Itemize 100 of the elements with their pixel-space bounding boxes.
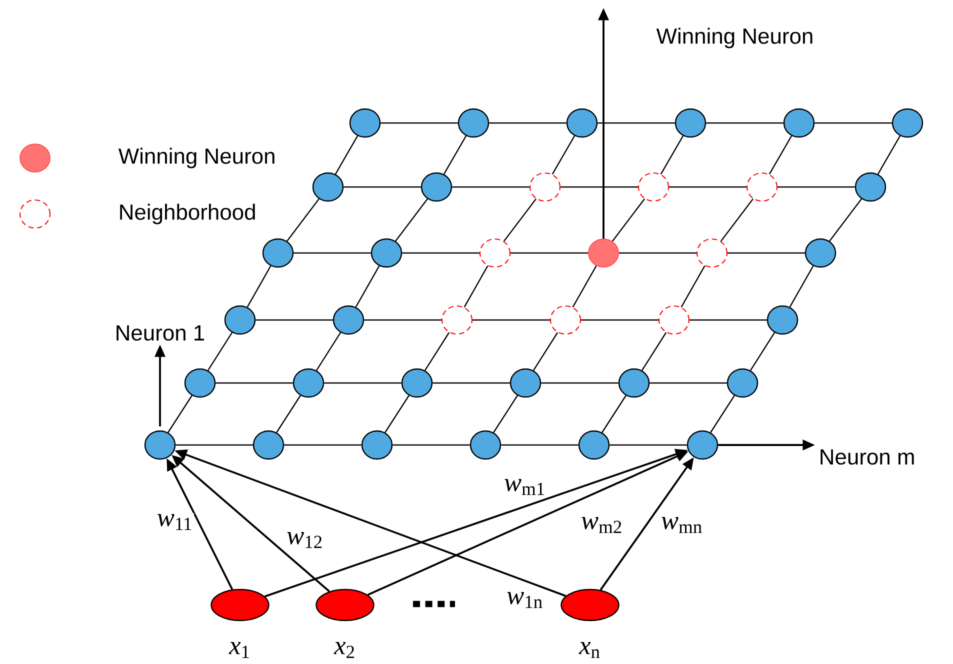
neuron-circle bbox=[401, 368, 433, 398]
grid-line bbox=[344, 186, 421, 188]
node-label: Neuron 1 bbox=[116, 325, 204, 341]
grid-line bbox=[424, 332, 450, 371]
legend-label: Winning Neuron bbox=[118, 148, 274, 168]
neighborhood-neuron bbox=[479, 238, 511, 268]
neuron-circle bbox=[686, 430, 718, 460]
legend-label: Neighborhood bbox=[120, 204, 255, 224]
neuron-circle bbox=[312, 172, 344, 202]
grid-line bbox=[364, 319, 442, 321]
grid-line bbox=[501, 444, 578, 446]
grid-line bbox=[384, 395, 410, 433]
neuron-circle bbox=[578, 430, 610, 460]
grid-line bbox=[602, 395, 626, 433]
neighborhood-neuron bbox=[441, 305, 473, 335]
grid-line bbox=[472, 319, 550, 321]
neuron-circle bbox=[361, 430, 393, 460]
neuron-circle bbox=[674, 108, 706, 138]
grid-line bbox=[581, 319, 658, 321]
grid-line bbox=[207, 332, 233, 371]
grid-line bbox=[464, 266, 488, 308]
grid-line bbox=[660, 136, 684, 175]
neuron-circle bbox=[726, 368, 758, 398]
grid-line bbox=[316, 332, 342, 371]
neuron-circle bbox=[766, 305, 798, 335]
grid-line bbox=[452, 186, 530, 188]
neuron-circle bbox=[332, 305, 364, 335]
edge-label: w$_{1n}$ bbox=[506, 591, 544, 609]
input-label: x$_{1}$ bbox=[228, 642, 249, 658]
grid-line bbox=[380, 122, 458, 124]
neighborhood-neuron bbox=[550, 305, 582, 335]
node-label: Neuron m bbox=[820, 449, 914, 465]
grid-line bbox=[552, 136, 576, 175]
neighborhood-neuron bbox=[638, 172, 670, 202]
neuron-circle bbox=[370, 238, 402, 268]
neuron-circle bbox=[349, 108, 381, 138]
grid-line bbox=[168, 395, 192, 433]
grid-line bbox=[612, 198, 646, 242]
grid-line bbox=[216, 382, 293, 384]
node-label: Winning Neuron bbox=[656, 28, 812, 48]
grid-line bbox=[728, 252, 805, 254]
grid-line bbox=[750, 332, 776, 371]
grid-line bbox=[720, 198, 754, 242]
grid-line bbox=[641, 332, 667, 371]
grid-line bbox=[829, 198, 862, 242]
grid-line bbox=[432, 382, 510, 384]
grid-line bbox=[324, 382, 402, 384]
grid-line bbox=[789, 266, 814, 308]
grid-line bbox=[706, 122, 784, 124]
edge-label: w$_{11}$ bbox=[156, 513, 194, 531]
neuron-circle bbox=[252, 430, 284, 460]
input-node bbox=[560, 588, 620, 622]
grid-line bbox=[778, 186, 855, 188]
grid-line bbox=[690, 319, 767, 321]
neuron-circle bbox=[224, 305, 256, 335]
neighborhood-neuron bbox=[529, 172, 561, 202]
neuron-circle bbox=[262, 238, 294, 268]
winning-neuron bbox=[588, 238, 619, 268]
grid-line bbox=[443, 136, 467, 174]
grid-line bbox=[618, 252, 696, 254]
grid-line bbox=[532, 332, 558, 371]
grid-line bbox=[541, 382, 618, 384]
input-label: x$_{n}$ bbox=[578, 642, 600, 658]
grid-line bbox=[402, 252, 480, 254]
neighborhood-neuron bbox=[658, 305, 690, 335]
grid-line bbox=[294, 252, 371, 254]
neuron-circle bbox=[783, 108, 815, 138]
neuron-circle bbox=[470, 430, 502, 460]
grid-line bbox=[650, 382, 727, 384]
grid-line bbox=[284, 444, 362, 446]
grid-line bbox=[572, 265, 597, 308]
grid-line bbox=[768, 136, 792, 175]
neuron-circle bbox=[292, 368, 324, 398]
grid-line bbox=[493, 395, 518, 433]
edge-label: w$_{m2}$ bbox=[580, 516, 624, 534]
grid-line bbox=[392, 444, 470, 446]
neuron-circle bbox=[804, 238, 836, 268]
grid-line bbox=[334, 136, 358, 174]
grid-line bbox=[286, 198, 320, 242]
input-node bbox=[210, 588, 270, 622]
grid-line bbox=[680, 266, 706, 308]
edge-label: w$_{m1}$ bbox=[503, 478, 547, 496]
neuron-circle bbox=[458, 108, 490, 138]
grid-line bbox=[669, 186, 746, 188]
input-node bbox=[316, 588, 374, 622]
neuron-circle bbox=[618, 368, 650, 398]
edge-label: w$_{mn}$ bbox=[660, 516, 704, 534]
edge-label: w$_{12}$ bbox=[286, 531, 324, 549]
grid-line bbox=[610, 444, 687, 446]
grid-line bbox=[504, 198, 537, 242]
neighborhood-neuron bbox=[696, 238, 728, 268]
grid-line bbox=[510, 252, 588, 254]
neuron-circle bbox=[420, 172, 452, 202]
neuron-circle bbox=[184, 368, 216, 398]
grid-line bbox=[246, 266, 272, 308]
grid-line bbox=[395, 198, 428, 242]
neuron-circle bbox=[510, 368, 542, 398]
grid-line bbox=[176, 444, 253, 446]
grid-line bbox=[560, 186, 638, 188]
neighborhood-neuron bbox=[746, 172, 778, 202]
